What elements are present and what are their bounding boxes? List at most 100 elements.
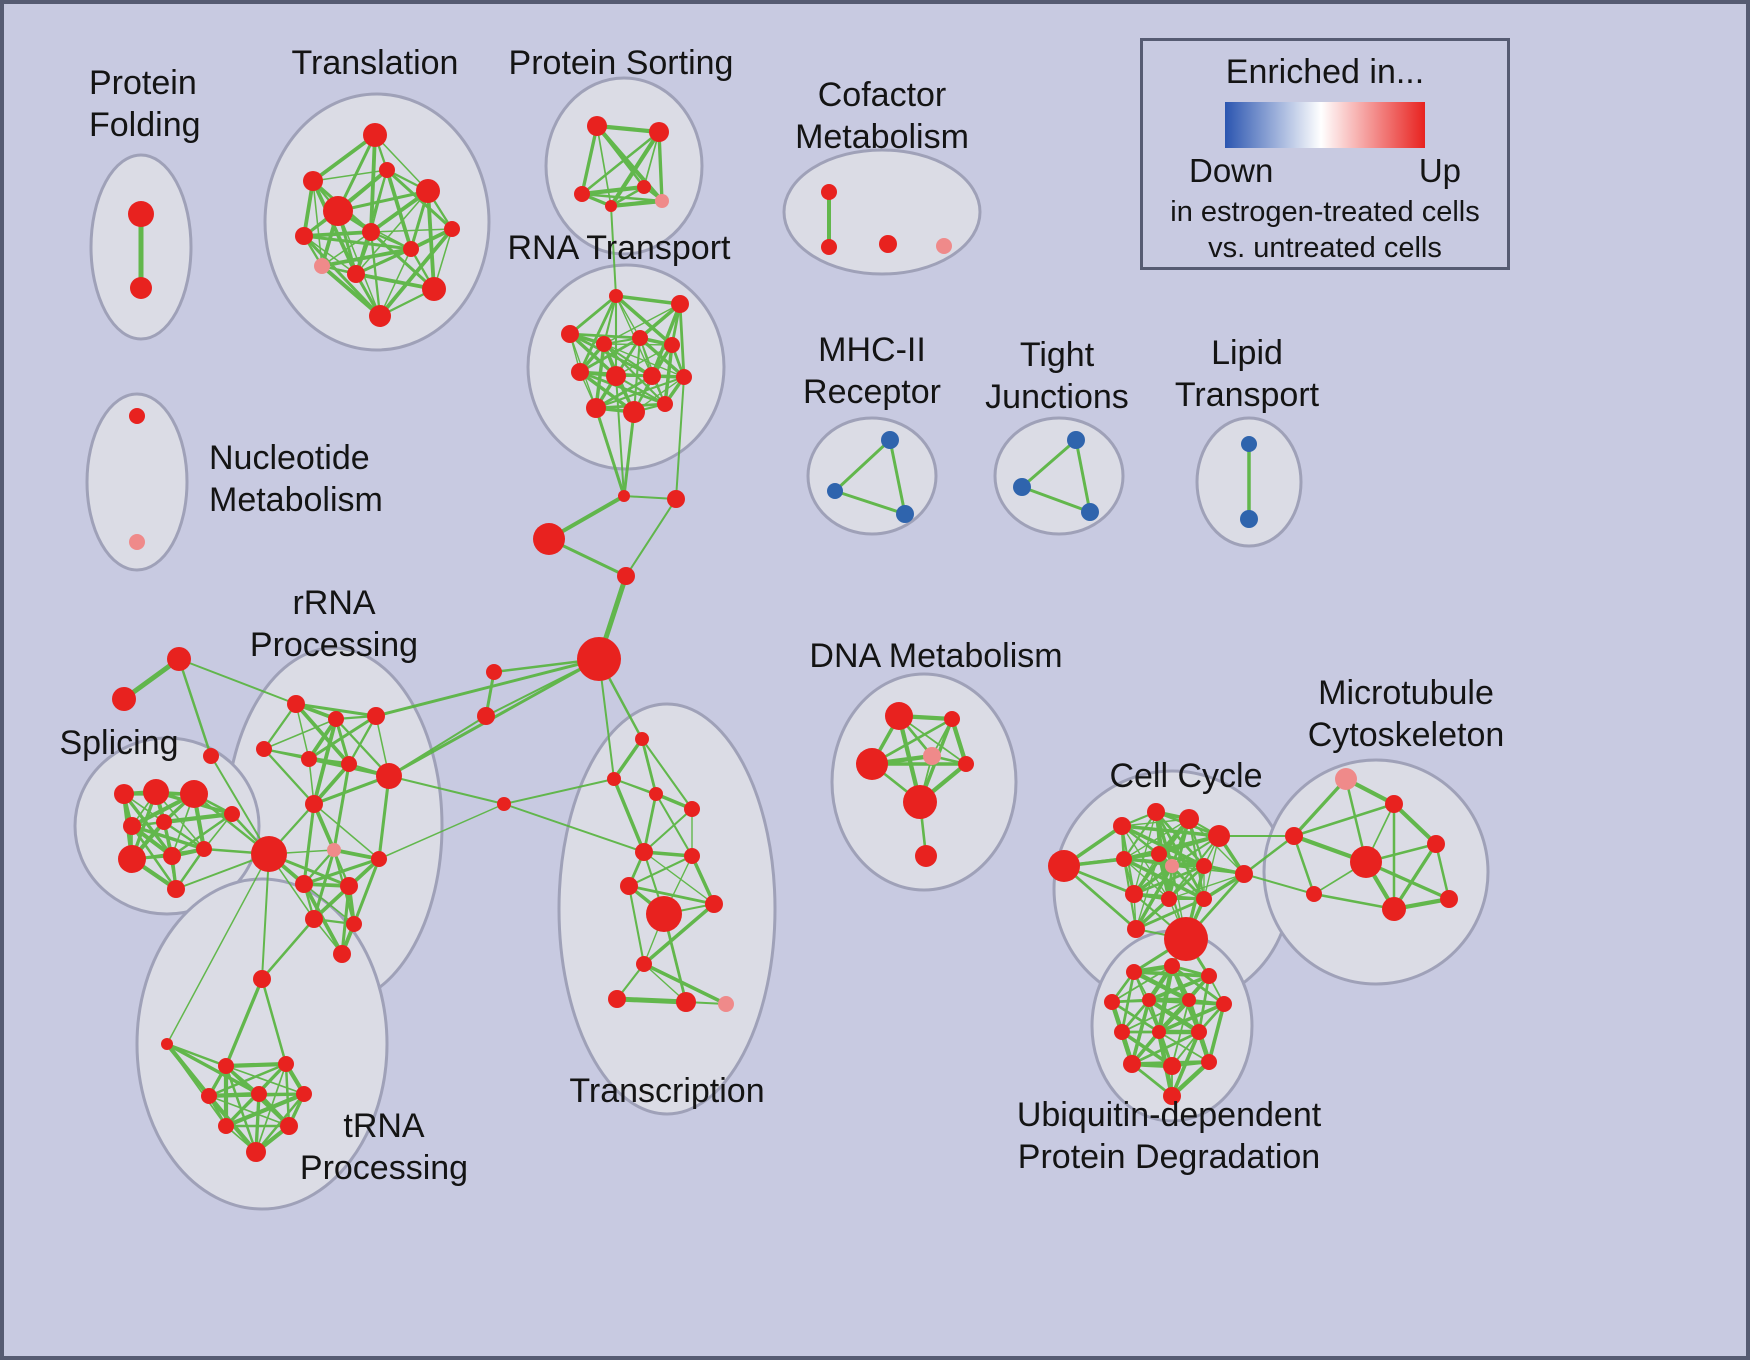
node-rt5 (632, 330, 648, 346)
node-sp2 (143, 779, 169, 805)
node-ub10 (1191, 1024, 1207, 1040)
legend-title: Enriched in... (1225, 53, 1425, 91)
node-cc1 (1048, 850, 1080, 882)
cluster-tight-junctions-ellipse (993, 416, 1125, 536)
edge (678, 302, 686, 379)
node-tr3 (218, 1058, 234, 1074)
node-mt3 (1285, 827, 1303, 845)
node-tl1 (363, 123, 387, 147)
node-tl13 (295, 227, 313, 245)
node-rt4 (596, 336, 612, 352)
node-tr8 (218, 1118, 234, 1134)
node-x6 (684, 848, 700, 864)
node-x10 (636, 956, 652, 972)
edge (1187, 817, 1206, 901)
node-mt5 (1427, 835, 1445, 853)
edge (302, 857, 381, 886)
node-tl7 (403, 241, 419, 257)
edge (165, 1042, 261, 1096)
legend-box: Enriched in... Down Up in estrogen-treat… (1140, 38, 1510, 270)
edge (594, 342, 606, 410)
node-rt2 (671, 295, 689, 313)
edge (369, 230, 436, 291)
edge (385, 168, 454, 231)
node-ub14 (1163, 1087, 1181, 1105)
node-sp4 (123, 817, 141, 835)
node-nm2 (129, 534, 145, 550)
node-cc8 (1165, 859, 1179, 873)
edge (1132, 864, 1206, 896)
cluster-cofactor-metabolism-ellipse (782, 148, 982, 276)
edge (223, 1091, 307, 1129)
node-nm1 (129, 408, 145, 424)
node-dm1 (885, 702, 913, 730)
node-x7 (620, 877, 638, 895)
label-transcription: Transcription (569, 1072, 764, 1110)
node-rt11 (586, 398, 606, 418)
node-ub9 (1152, 1025, 1166, 1039)
node-tr6 (251, 1086, 267, 1102)
node-tr9 (280, 1117, 298, 1135)
edge (210, 755, 270, 855)
edge (260, 977, 288, 1066)
node-ps5 (605, 200, 617, 212)
edge (622, 410, 636, 498)
edge (1120, 824, 1206, 868)
edge (642, 792, 658, 854)
edge (166, 853, 270, 1045)
node-rr14 (305, 910, 323, 928)
node-sp6 (118, 845, 146, 873)
node-ub12 (1163, 1057, 1181, 1075)
edge (1242, 834, 1296, 876)
node-lk7 (477, 707, 495, 725)
node-lt1 (1241, 436, 1257, 452)
node-cm3 (879, 235, 897, 253)
edge (1391, 801, 1439, 847)
node-x4 (684, 801, 700, 817)
node-cc5 (1208, 825, 1230, 847)
node-ps3 (574, 186, 590, 202)
cluster-dna-metabolism-ellipse (830, 672, 1018, 892)
node-rr3 (367, 707, 385, 725)
edge (307, 714, 378, 761)
node-x13 (718, 996, 734, 1012)
edge (369, 230, 382, 318)
node-cm1 (821, 184, 837, 200)
node-rt13 (657, 396, 673, 412)
edge (608, 129, 662, 209)
edge (1434, 842, 1451, 901)
edge (1074, 438, 1092, 514)
edge (1292, 834, 1316, 896)
node-cm4 (936, 238, 952, 254)
label-dna-metabolism: DNA Metabolism (809, 637, 1062, 675)
edge (1167, 834, 1221, 901)
edge (594, 406, 626, 498)
node-ub4 (1104, 994, 1120, 1010)
edge (579, 184, 647, 197)
node-ps6 (655, 194, 669, 208)
node-mh2 (827, 483, 843, 499)
edge (388, 715, 487, 777)
edge (374, 657, 601, 718)
node-tr5 (201, 1088, 217, 1104)
edge (503, 778, 615, 805)
edge (580, 192, 664, 203)
edge (568, 294, 618, 336)
node-dm2 (944, 711, 960, 727)
node-mt2 (1385, 795, 1403, 813)
node-tr2 (161, 1038, 173, 1050)
edge (1243, 873, 1315, 895)
edge (321, 231, 372, 267)
edge (627, 854, 694, 888)
node-sp8 (196, 841, 212, 857)
cluster-protein-sorting-ellipse (544, 76, 704, 256)
edge (302, 802, 316, 886)
edge (347, 714, 378, 766)
legend-up-label: Up (1418, 152, 1461, 189)
node-mh1 (881, 431, 899, 449)
